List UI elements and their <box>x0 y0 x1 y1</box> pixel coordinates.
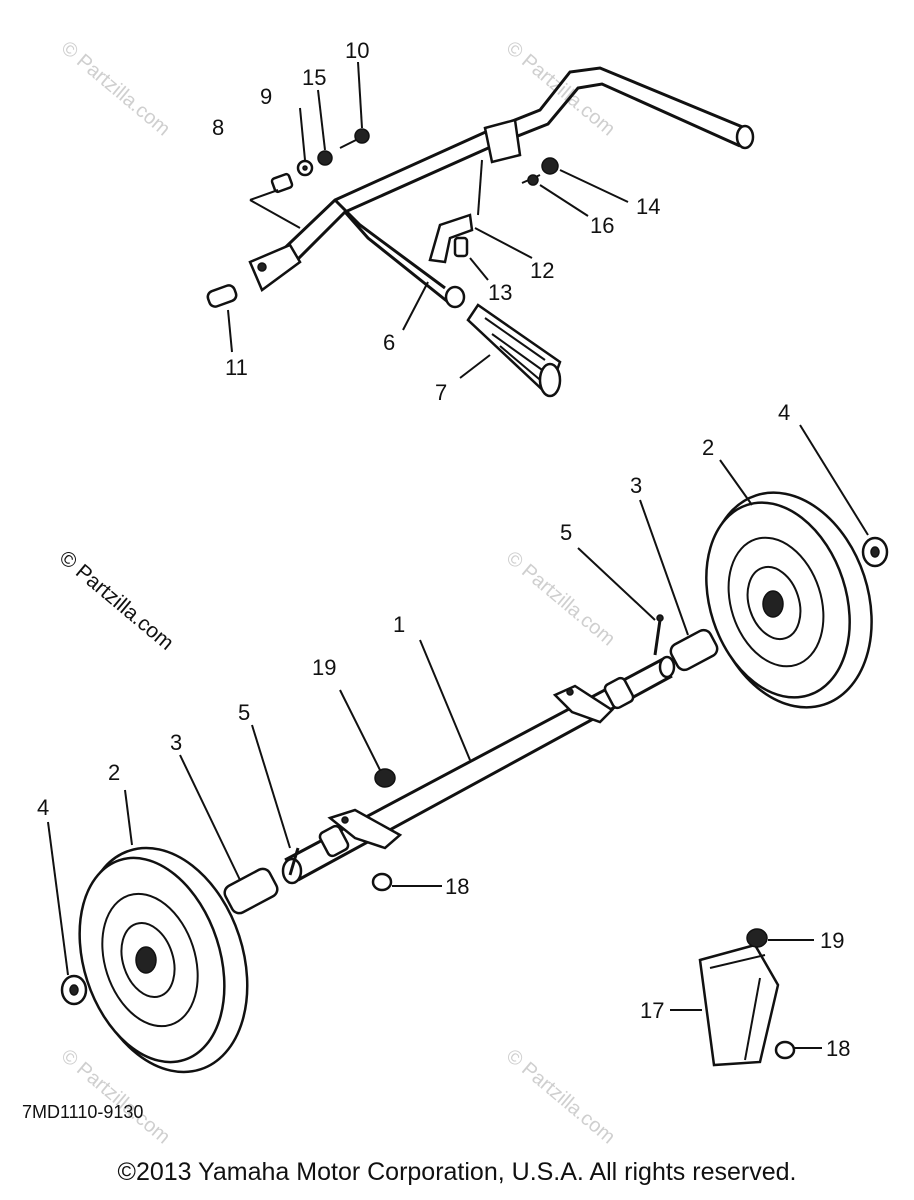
watermark: © Partzilla.com <box>502 1045 619 1148</box>
callout-5: 5 <box>238 700 250 725</box>
callout-19: 19 <box>312 655 336 680</box>
callout-13: 13 <box>488 280 512 305</box>
callout-9: 9 <box>260 84 272 109</box>
wheel-part-2-left <box>78 789 249 1074</box>
callout-5: 5 <box>560 520 572 545</box>
callout-3: 3 <box>630 473 642 498</box>
wheel-part-2-right <box>705 459 873 709</box>
callout-labels: 1 2 2 3 3 4 4 5 5 6 7 8 9 10 11 12 13 14… <box>37 38 850 1061</box>
callout-10: 10 <box>345 38 369 63</box>
callout-2: 2 <box>108 760 120 785</box>
callout-7: 7 <box>435 380 447 405</box>
small-parts-upper <box>206 61 629 379</box>
watermark: © Partzilla.com <box>502 37 619 140</box>
nuts-bolts-18-19 <box>339 689 442 892</box>
callout-18: 18 <box>826 1036 850 1061</box>
spacers-part-3 <box>179 499 719 915</box>
callout-19: 19 <box>820 928 844 953</box>
grip-part-7 <box>466 303 562 398</box>
callout-12: 12 <box>530 258 554 283</box>
watermark: © Partzilla.com <box>502 547 619 650</box>
callout-15: 15 <box>302 65 326 90</box>
callout-8: 8 <box>212 115 224 140</box>
axle-part-1 <box>281 639 676 885</box>
copyright-notice: ©2013 Yamaha Motor Corporation, U.S.A. A… <box>117 1158 797 1186</box>
callout-6: 6 <box>383 330 395 355</box>
callout-16: 16 <box>590 213 614 238</box>
callout-14: 14 <box>636 194 660 219</box>
callout-18: 18 <box>445 874 469 899</box>
callout-1: 1 <box>393 612 405 637</box>
callout-4: 4 <box>778 400 790 425</box>
callout-3: 3 <box>170 730 182 755</box>
watermark-dark: © Partzilla.com <box>55 546 178 655</box>
washers-part-4 <box>47 424 889 1006</box>
pins-part-5 <box>251 547 664 876</box>
callout-2: 2 <box>702 435 714 460</box>
handle-bar-part-6 <box>248 66 755 309</box>
watermark: © Partzilla.com <box>57 37 174 140</box>
bracket-part-17 <box>670 928 822 1067</box>
callout-4: 4 <box>37 795 49 820</box>
diagram-code: 7MD1110-9130 <box>22 1102 143 1122</box>
callout-11: 11 <box>225 355 248 380</box>
callout-17: 17 <box>640 998 664 1023</box>
